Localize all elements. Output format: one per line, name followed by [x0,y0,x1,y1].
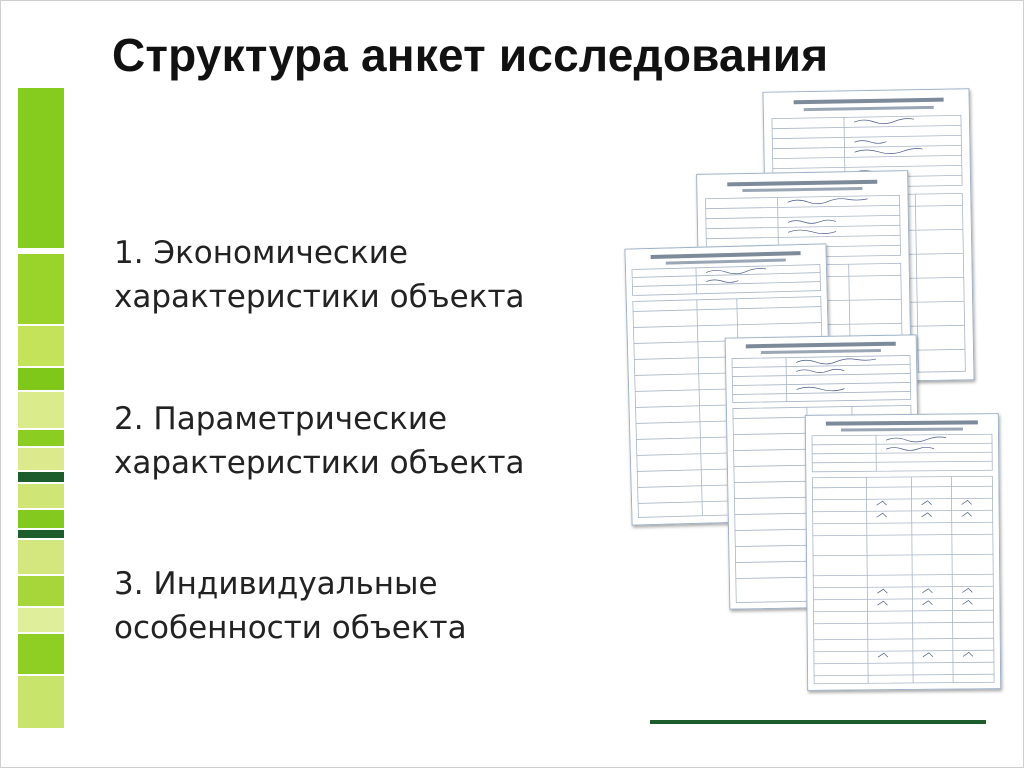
list-item-line: 2. Параметрические [114,401,448,437]
bottom-accent-line [650,720,986,724]
list-item-line: характеристики объекта [114,279,525,315]
list-item-line: 3. Индивидуальные [114,566,438,602]
list-item-individual: 3. Индивидуальные особенности объекта [114,562,467,650]
slide-title: Структура анкет исследования [112,29,829,81]
list-item-line: характеристики объекта [114,445,525,481]
list-item-economic: 1. Экономические характеристики объекта [114,231,525,319]
questionnaire-image [804,413,1002,691]
list-item-parametric: 2. Параметрические характеристики объект… [114,397,525,485]
list-item-line: особенности объекта [114,610,467,646]
decorative-stripes [18,88,64,728]
list-item-line: 1. Экономические [114,235,408,271]
